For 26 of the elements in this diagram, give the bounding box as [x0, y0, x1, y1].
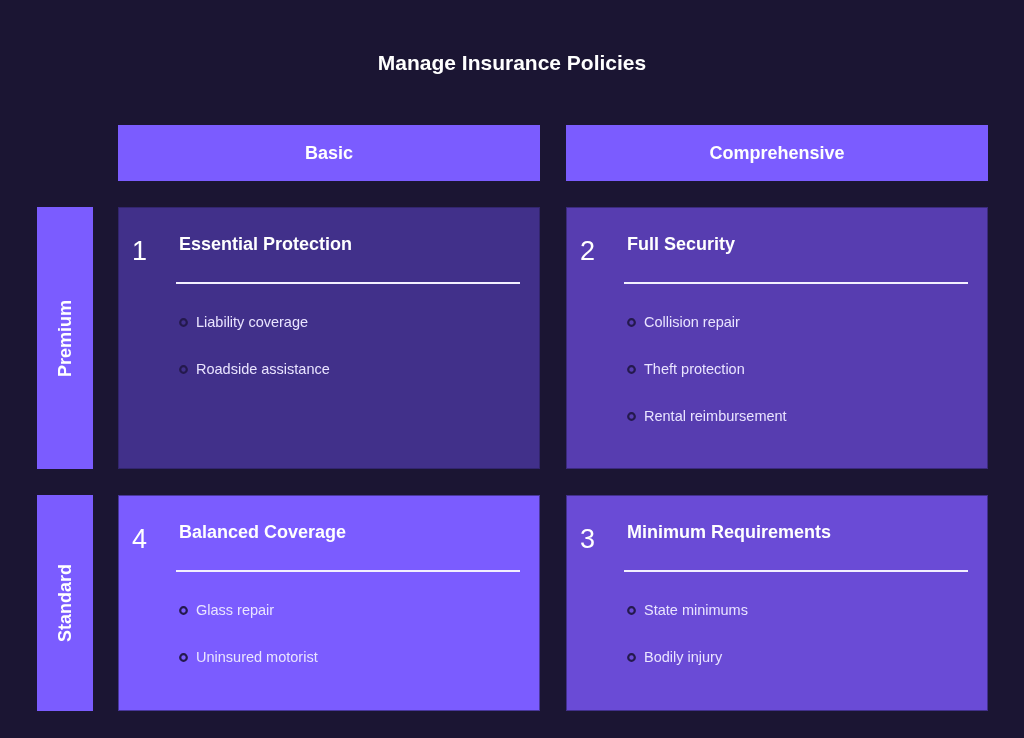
list-item-text: Rental reimbursement	[644, 407, 787, 425]
column-header: Basic	[118, 125, 540, 181]
quadrant-card	[118, 495, 540, 711]
list-item-text: Theft protection	[644, 360, 745, 378]
quadrant-card	[118, 207, 540, 469]
list-item-text: Uninsured motorist	[196, 648, 318, 666]
list-item-text: Bodily injury	[644, 648, 723, 666]
quadrant-heading: Essential Protection	[179, 233, 353, 255]
quadrant-number: 2	[580, 235, 596, 267]
list-item-text: Collision repair	[644, 313, 740, 331]
quadrant-heading: Minimum Requirements	[627, 521, 832, 543]
list-item-text: Glass repair	[196, 601, 275, 619]
list-item-text: State minimums	[644, 601, 748, 619]
list-item-text: Roadside assistance	[196, 360, 330, 378]
diagram-title: Manage Insurance Policies	[376, 50, 648, 76]
quadrant-card	[566, 495, 988, 711]
column-header: Comprehensive	[566, 125, 988, 181]
row-header: Premium	[37, 207, 93, 469]
row-header: Standard	[37, 495, 93, 711]
quadrant-heading: Full Security	[627, 233, 736, 255]
quadrant-number: 4	[132, 523, 148, 555]
quadrant-heading: Balanced Coverage	[179, 521, 347, 543]
quadrant-number: 3	[580, 523, 596, 555]
quadrant-number: 1	[132, 235, 148, 267]
quadrant-card	[566, 207, 988, 469]
list-item-text: Liability coverage	[196, 313, 309, 331]
